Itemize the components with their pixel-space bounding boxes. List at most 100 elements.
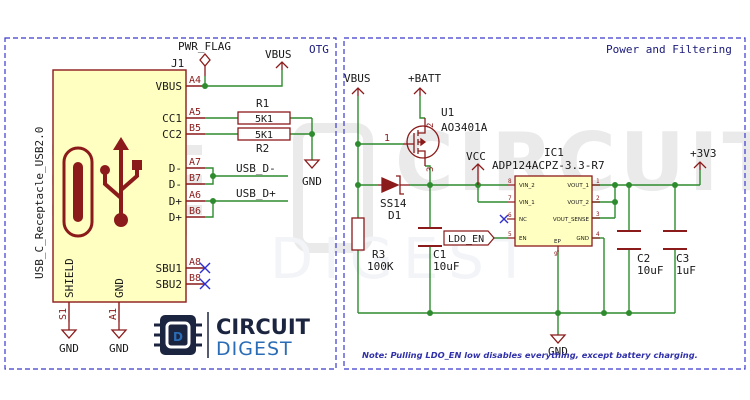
pin-num-b7: B7 <box>189 173 201 184</box>
d1-value: SS14 <box>380 197 407 210</box>
gnd-icon-a1 <box>110 322 128 339</box>
vcc-label: VCC <box>466 150 486 163</box>
pin-label-d-minus-2: D- <box>169 178 182 191</box>
c1-ref: C1 <box>433 248 446 261</box>
capacitor-c2 <box>617 230 641 250</box>
mosfet-u1 <box>403 118 440 166</box>
pin-label-sbu1: SBU1 <box>156 262 183 275</box>
ic1-pin-label-vsense: VOUT_SENSE <box>553 217 590 223</box>
logo-word-circuit: CIRCUIT <box>216 315 311 339</box>
ic1-pin-label-nc: NC <box>519 217 527 223</box>
usb-c-connector-j1: J1 USB_C_Receptacle_USB2.0 VBUS CC1 CC2 … <box>33 57 205 322</box>
power-junctions <box>355 141 678 316</box>
ic1-pin-num-9: 9 <box>554 251 558 258</box>
ic1-pin-label-vout1: VOUT_1 <box>567 183 589 189</box>
diode-d1 <box>378 175 410 195</box>
v3v3-label: +3V3 <box>690 147 717 160</box>
c2-value: 10uF <box>637 264 664 277</box>
ic1-pin-num-2: 2 <box>596 195 600 202</box>
pin-num-a7: A7 <box>189 157 201 168</box>
pin-num-a6: A6 <box>189 190 201 201</box>
pin-num-a8: A8 <box>189 257 201 268</box>
pin-label-sbu2: SBU2 <box>156 278 183 291</box>
vbus-label-otg: VBUS <box>265 48 292 61</box>
pin-num-s1: S1 <box>58 308 69 320</box>
no-connect-mark-ic-nc <box>499 214 509 224</box>
pin-num-b5: B5 <box>189 123 201 134</box>
ic1-pin-label-ep: EP <box>554 239 561 245</box>
net-label-usb-d-minus: USB_D- <box>236 162 276 175</box>
gnd-icon-power <box>549 334 567 344</box>
watermark-chip-icon-right <box>293 123 373 253</box>
batt-label: +BATT <box>408 72 441 85</box>
otg-wires <box>204 70 313 218</box>
vbus-arrow-icon-power <box>351 87 365 96</box>
ic1-pin-num-7: 7 <box>508 195 512 202</box>
ic1-pin-num-5: 5 <box>508 231 512 238</box>
connector-pin-stubs <box>68 85 205 322</box>
no-connect-marks-sbu <box>199 262 211 290</box>
c3-value: 1uF <box>676 264 696 277</box>
u1-ref: U1 <box>441 106 454 119</box>
otg-junctions <box>202 83 315 204</box>
pin-num-b6: B6 <box>189 206 201 217</box>
pin-label-gnd: GND <box>113 278 126 298</box>
otg-panel-title: OTG <box>309 43 329 56</box>
power-note: Note: Pulling LDO_EN low disables everyt… <box>362 350 698 360</box>
ic1-pin-label-vout2: VOUT_2 <box>567 200 589 206</box>
c1-value: 10uF <box>433 260 460 273</box>
d1-ref: D1 <box>388 209 401 222</box>
gnd-icon-shield <box>60 322 78 339</box>
r1-ref: R1 <box>256 97 269 110</box>
resistor-r2: 5K1 <box>237 127 291 141</box>
ic1-ref: IC1 <box>544 146 564 159</box>
ic1-pin-label-en: EN <box>519 236 527 242</box>
gnd-label-cc: GND <box>302 175 322 188</box>
net-label-usb-d-plus: USB_D+ <box>236 187 276 200</box>
connector-ref: J1 <box>171 57 184 70</box>
gnd-label-shield: GND <box>59 342 79 355</box>
capacitor-c3 <box>663 230 687 250</box>
pin-label-d-plus-2: D+ <box>169 211 183 224</box>
pin-num-b8: B8 <box>189 273 201 284</box>
vcc-arrow-icon <box>471 163 485 185</box>
pin-label-shield: SHIELD <box>63 258 76 298</box>
ldo-ic1: VIN_2 VIN_1 NC EN VOUT_1 VOUT_2 VOUT_SEN… <box>507 175 600 258</box>
u1-value: AO3401A <box>441 121 488 134</box>
connector-value: USB_C_Receptacle_USB2.0 <box>33 127 46 279</box>
vbus-label-power: VBUS <box>344 72 371 85</box>
r2-value: 5K1 <box>255 130 273 141</box>
gnd-icon-cc <box>303 159 321 169</box>
vbus-arrow-icon-otg <box>275 61 289 70</box>
circuit-digest-chip-icon: D <box>154 315 202 355</box>
resistor-r3 <box>351 217 365 251</box>
ldo-en-label: LDO_EN <box>448 234 484 245</box>
gnd-label-power: GND <box>548 345 568 358</box>
ic1-pin-label-vin1: VIN_1 <box>519 200 535 206</box>
v3v3-arrow-icon <box>693 161 707 170</box>
resistor-r1: 5K1 <box>237 111 291 125</box>
u1-pin-3: 3 <box>426 167 436 172</box>
ic1-value: ADP124ACPZ-3.3-R7 <box>492 159 605 172</box>
pin-label-d-minus-1: D- <box>169 162 182 175</box>
ic1-pin-num-6: 6 <box>508 212 512 219</box>
power-panel-frame <box>343 37 746 370</box>
u1-pin-1: 1 <box>384 133 390 144</box>
pin-label-vbus: VBUS <box>156 80 183 93</box>
usb-symbol-icon <box>100 137 142 227</box>
usb-c-receptacle-icon <box>62 146 94 238</box>
capacitor-c1 <box>418 227 442 247</box>
pwr-flag-label: PWR_FLAG <box>178 40 231 53</box>
c2-ref: C2 <box>637 252 650 265</box>
ic1-pin-label-gnd: GND <box>576 236 589 242</box>
ic1-pin-num-4: 4 <box>596 231 600 238</box>
pin-num-a5: A5 <box>189 107 201 118</box>
pin-num-a1: A1 <box>108 308 119 320</box>
pin-label-cc2: CC2 <box>162 128 182 141</box>
logo-word-digest: DIGEST <box>216 338 293 360</box>
r3-value: 100K <box>367 260 394 273</box>
ic1-pin-label-vin2: VIN_2 <box>519 183 535 189</box>
ic1-pin-num-1: 1 <box>596 178 600 185</box>
ldo-en-net-label: LDO_EN <box>443 230 495 246</box>
